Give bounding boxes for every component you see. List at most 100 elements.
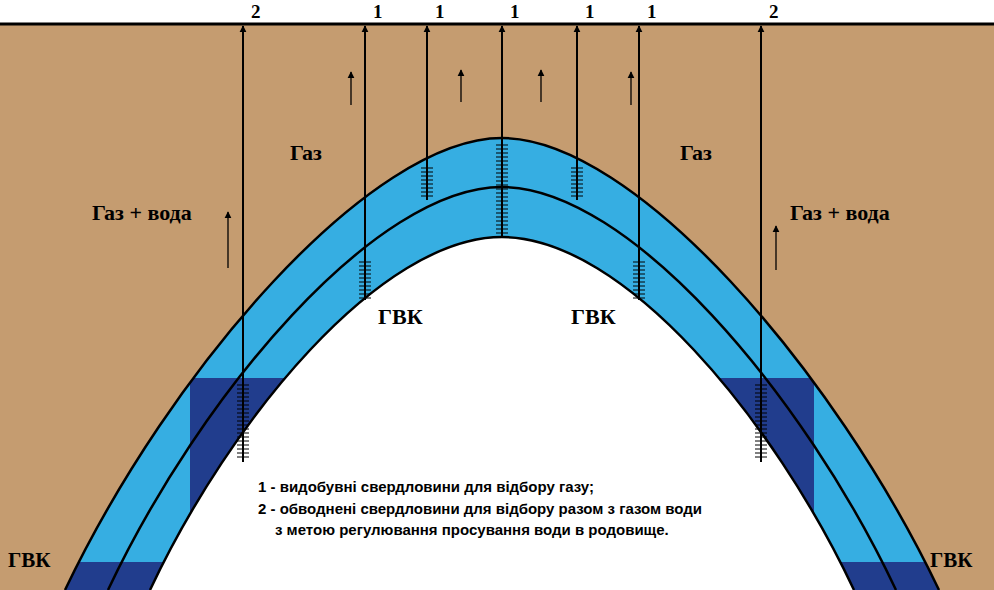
surface-line xyxy=(0,23,994,26)
core-area xyxy=(150,237,854,590)
well-number: 1 xyxy=(647,1,657,23)
well-number: 1 xyxy=(510,1,520,23)
perforation xyxy=(237,417,249,418)
perforation xyxy=(633,270,645,271)
perforation xyxy=(755,393,767,394)
perforation xyxy=(421,180,433,181)
perforation xyxy=(421,196,433,197)
well-bore xyxy=(426,26,428,200)
perforation xyxy=(755,385,767,386)
well xyxy=(237,26,249,462)
flow-arrow xyxy=(775,226,776,270)
zone-label: Газ + вода xyxy=(92,200,192,225)
perforation xyxy=(496,193,508,194)
well-bore xyxy=(638,26,640,300)
perforation xyxy=(496,217,508,218)
perforation xyxy=(496,181,508,182)
perforation xyxy=(496,185,508,186)
perforation xyxy=(496,197,508,198)
perforation xyxy=(633,294,645,295)
flow-arrow xyxy=(460,70,461,102)
perforation xyxy=(571,168,583,169)
perforation xyxy=(237,385,249,386)
perforation xyxy=(496,233,508,234)
perforation xyxy=(237,453,249,454)
well xyxy=(755,26,767,462)
perforation xyxy=(237,409,249,410)
perforation xyxy=(496,161,508,162)
zone-label: Газ xyxy=(680,140,712,165)
perforation xyxy=(421,188,433,189)
perforation xyxy=(496,149,508,150)
perforation xyxy=(496,153,508,154)
perforation xyxy=(237,429,249,430)
well-number: 1 xyxy=(435,1,445,23)
perforation xyxy=(359,282,371,283)
zone-label: Газ + вода xyxy=(790,200,890,225)
perforation xyxy=(421,168,433,169)
perforation xyxy=(633,262,645,263)
contact-label: ГВК xyxy=(930,548,973,572)
perforation xyxy=(633,278,645,279)
contact-label: ГВК xyxy=(378,304,423,329)
perforation xyxy=(755,401,767,402)
well xyxy=(359,26,371,300)
flow-arrow xyxy=(630,72,631,105)
perforation xyxy=(359,294,371,295)
zone-label: Газ xyxy=(290,140,322,165)
perforation xyxy=(237,437,249,438)
perforation xyxy=(496,209,508,210)
perforation xyxy=(496,221,508,222)
perforation xyxy=(755,417,767,418)
well xyxy=(421,26,433,200)
perforation xyxy=(571,192,583,193)
flow-arrow xyxy=(350,72,351,105)
perforation xyxy=(633,298,645,299)
perforation xyxy=(755,433,767,434)
perforation xyxy=(496,145,508,146)
perforation xyxy=(359,266,371,267)
perforation xyxy=(237,441,249,442)
perforation xyxy=(755,429,767,430)
perforation xyxy=(633,266,645,267)
contact-label: ГВК xyxy=(8,548,51,572)
perforation xyxy=(496,201,508,202)
perforation xyxy=(421,192,433,193)
well-bore xyxy=(364,26,366,300)
perforation xyxy=(359,270,371,271)
perforation xyxy=(571,180,583,181)
perforation xyxy=(237,405,249,406)
legend-note: 2 - обводнені свердловини для відбору ра… xyxy=(258,498,705,540)
flow-arrows xyxy=(228,70,776,270)
perforation xyxy=(571,188,583,189)
well-number: 2 xyxy=(251,1,261,23)
perforation xyxy=(755,449,767,450)
perforation xyxy=(237,433,249,434)
perforation xyxy=(571,196,583,197)
perforation xyxy=(571,184,583,185)
perforation xyxy=(633,290,645,291)
well xyxy=(633,26,645,300)
perforation xyxy=(237,389,249,390)
perforation xyxy=(755,453,767,454)
perforation xyxy=(755,397,767,398)
perforation xyxy=(496,169,508,170)
perforation xyxy=(571,172,583,173)
perforation xyxy=(237,421,249,422)
perforation xyxy=(496,157,508,158)
perforation xyxy=(359,262,371,263)
perforation xyxy=(237,401,249,402)
perforation xyxy=(237,397,249,398)
perforation xyxy=(755,409,767,410)
perforation xyxy=(755,413,767,414)
perforation xyxy=(237,413,249,414)
perforation xyxy=(755,389,767,390)
perforation xyxy=(421,184,433,185)
perforation xyxy=(359,278,371,279)
perforation xyxy=(755,405,767,406)
layer-boundary xyxy=(108,187,896,590)
perforation xyxy=(237,393,249,394)
well-number: 2 xyxy=(769,1,779,23)
perforation xyxy=(633,282,645,283)
rock-ground xyxy=(0,24,994,590)
